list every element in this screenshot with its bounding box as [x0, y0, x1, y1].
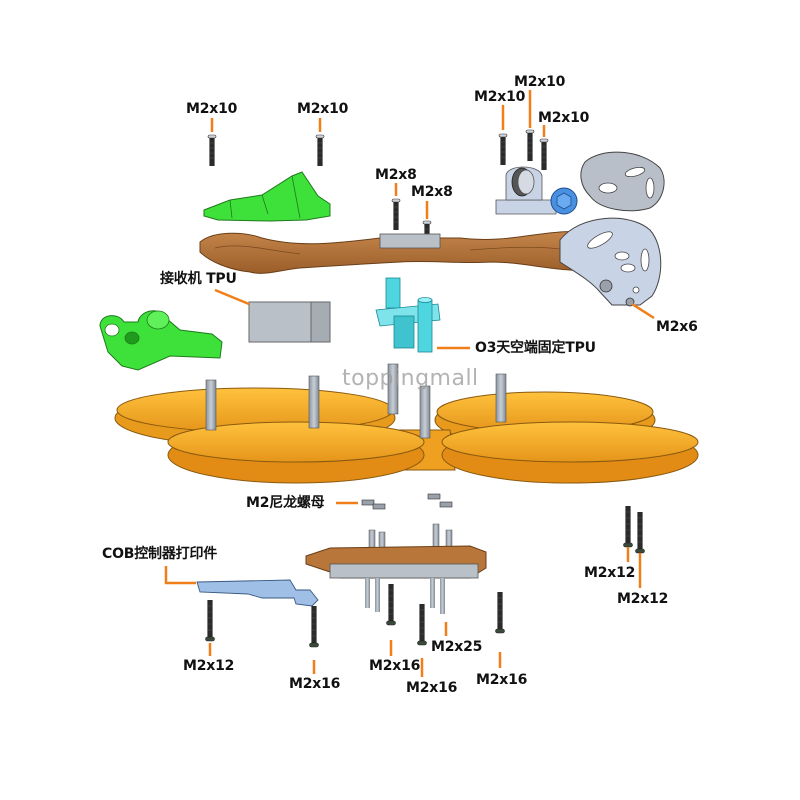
watermark: toppingmall — [342, 366, 479, 391]
label-receiver-tpu: 接收机 TPU — [160, 271, 237, 287]
label-screw-m2x8-1: M2x8 — [375, 167, 417, 183]
green-mount-top — [203, 171, 331, 222]
carbon-frame-top — [199, 231, 607, 274]
blue-cap — [550, 187, 578, 215]
label-o3-mount: O3天空端固定TPU — [475, 340, 596, 356]
label-screw-m2x8-2: M2x8 — [411, 184, 453, 200]
receiver-tpu-block — [248, 301, 331, 343]
cyan-o3-mount — [375, 277, 441, 353]
screw-bottom-m2x16-2 — [417, 603, 427, 677]
label-screw-bottom-2: M2x16 — [406, 680, 458, 696]
label-screw-m2x10-left-1: M2x10 — [186, 101, 238, 117]
bottom-stack-plate — [305, 523, 487, 614]
label-nylon-nut: M2尼龙螺母 — [246, 495, 325, 511]
label-screw-bottom-m2x12: M2x12 — [183, 658, 235, 674]
label-screw-bottom-1: M2x16 — [369, 658, 421, 674]
label-screw-right-2: M2x12 — [617, 591, 669, 607]
label-screw-m2x10-right-3: M2x10 — [538, 110, 590, 126]
label-screw-bottom-4: M2x16 — [476, 672, 528, 688]
leader-m2x6 — [631, 302, 655, 320]
label-screw-m2x10-right-1: M2x10 — [474, 89, 526, 105]
label-screw-m2x10-right-2: M2x10 — [514, 74, 566, 90]
screw-m2x10-left-1 — [207, 118, 217, 167]
screw-m2x8-1 — [391, 183, 401, 231]
screw-bottom-m2x16-1 — [386, 583, 396, 656]
screw-bottom-m2x16-cob — [309, 605, 319, 674]
screw-m2x8-2 — [422, 201, 432, 253]
nylon-nuts — [361, 493, 453, 510]
green-mount-camera — [99, 310, 223, 371]
camera-side-plate-front — [559, 217, 662, 307]
camera-side-plate-back — [580, 151, 665, 212]
screw-bottom-m2x16-4 — [495, 591, 505, 668]
screw-m2x10-right-1 — [498, 105, 508, 166]
screw-right-m2x12-1 — [623, 505, 633, 562]
screw-right-m2x12-2 — [635, 511, 645, 588]
label-screw-right-1: M2x12 — [584, 565, 636, 581]
leader-receiver — [214, 288, 250, 306]
label-screw-bottom-m2x25: M2x25 — [431, 639, 483, 655]
camera-bracket — [495, 166, 557, 215]
screw-m2x10-left-2 — [315, 118, 325, 167]
duct-assembly — [114, 363, 699, 484]
label-camera-screw: M2x6 — [656, 319, 698, 335]
screw-m2x10-right-3 — [539, 125, 549, 171]
label-screw-bottom-cob: M2x16 — [289, 676, 341, 692]
screw-bottom-m2x12-left — [205, 599, 215, 656]
screw-m2x10-right-2 — [525, 90, 535, 162]
label-cob-part: COB控制器打印件 — [102, 546, 218, 562]
cob-controller-part — [196, 579, 319, 607]
leader-cob — [164, 566, 196, 585]
label-screw-m2x10-left-2: M2x10 — [297, 101, 349, 117]
